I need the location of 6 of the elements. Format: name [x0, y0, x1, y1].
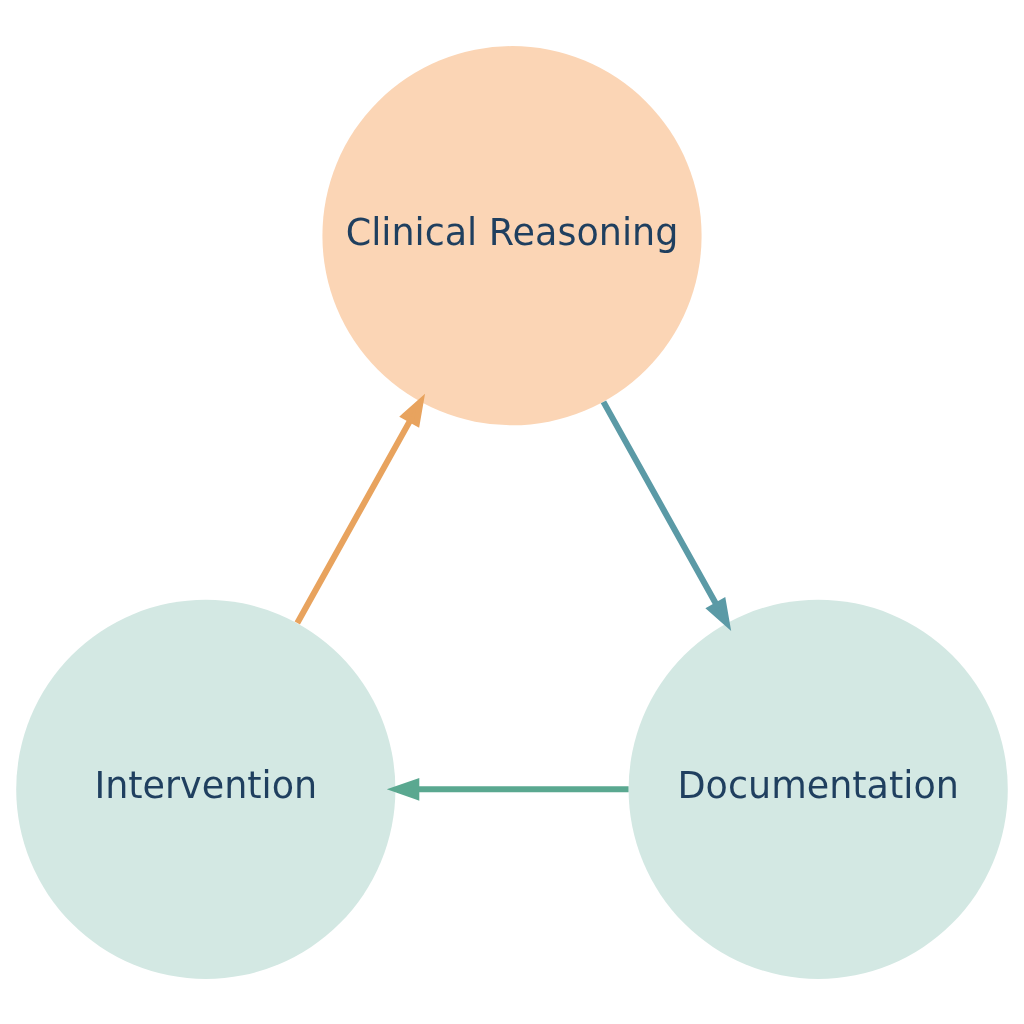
arrow — [294, 393, 426, 624]
node-circle: Clinical Reasoning — [322, 45, 702, 425]
arrow — [386, 777, 629, 801]
node-circle: Intervention — [16, 599, 396, 979]
node-circle: Documentation — [628, 599, 1008, 979]
arrow — [600, 399, 732, 631]
